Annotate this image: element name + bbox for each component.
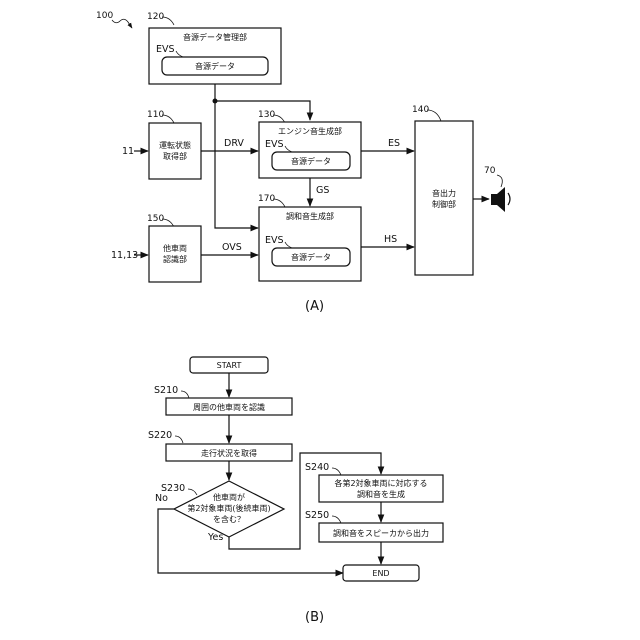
flowchart-b: START S210 周囲の他車両を認識 S220 走行状況を取得 S230 他… bbox=[148, 357, 443, 625]
caption-a: (A) bbox=[305, 299, 324, 314]
system-ref-arrow bbox=[112, 19, 132, 28]
engine-evs-label: EVS bbox=[265, 139, 284, 150]
signal-ovs: OVS bbox=[222, 242, 242, 253]
manager-to-harmony-arrow bbox=[215, 101, 258, 228]
sound-output-block bbox=[415, 121, 473, 275]
driving-state-line1: 運転状態 bbox=[159, 140, 191, 150]
s240-ref-leader bbox=[332, 468, 341, 475]
signal-hs: HS bbox=[384, 234, 397, 245]
other-vehicle-ref: 150 bbox=[147, 214, 164, 224]
speaker-icon bbox=[491, 187, 510, 212]
s220-ref: S220 bbox=[148, 430, 172, 441]
harmony-ref: 170 bbox=[258, 194, 275, 204]
s210-ref-leader bbox=[181, 391, 189, 398]
other-vehicle-block bbox=[149, 226, 201, 282]
s240-line2: 調和音を生成 bbox=[357, 489, 405, 499]
s210-ref: S210 bbox=[154, 385, 178, 396]
sound-output-line2: 制御部 bbox=[432, 199, 456, 209]
speaker-ref-leader bbox=[497, 175, 502, 187]
driving-state-line2: 取得部 bbox=[163, 151, 187, 161]
driving-ref: 110 bbox=[147, 110, 164, 120]
manager-ref: 120 bbox=[147, 12, 164, 22]
s220-ref-leader bbox=[175, 436, 183, 443]
signal-gs: GS bbox=[316, 185, 329, 196]
driving-state-block bbox=[149, 123, 201, 179]
engine-ref: 130 bbox=[258, 110, 275, 120]
s230-line2: 第2対象車両(後続車両) bbox=[187, 503, 270, 513]
harmony-sound-data-label: 音源データ bbox=[291, 252, 331, 262]
engine-sound-data-label: 音源データ bbox=[291, 156, 331, 166]
s230-ref-leader bbox=[188, 489, 197, 495]
s220-text: 走行状況を取得 bbox=[201, 448, 257, 458]
manager-evs-label: EVS bbox=[156, 44, 175, 55]
sound-output-line1: 音出力 bbox=[432, 188, 456, 198]
harmony-evs-label: EVS bbox=[265, 235, 284, 246]
signal-es: ES bbox=[388, 138, 400, 149]
other-vehicle-line1: 他車両 bbox=[163, 243, 187, 253]
s250-text: 調和音をスピーカから出力 bbox=[333, 528, 429, 538]
s240-line1: 各第2対象車両に対応する bbox=[334, 478, 427, 488]
other-vehicle-line2: 認識部 bbox=[163, 254, 187, 264]
s240-ref: S240 bbox=[305, 462, 329, 473]
start-label: START bbox=[217, 361, 242, 370]
block-diagram-a: 100 120 音源データ管理部 EVS 音源データ 110 運転状態 取得部 … bbox=[96, 11, 510, 314]
branch-no-label: No bbox=[155, 493, 168, 504]
manager-sound-data-label: 音源データ bbox=[195, 61, 235, 71]
s210-text: 周囲の他車両を認識 bbox=[193, 402, 265, 412]
manager-title: 音源データ管理部 bbox=[183, 32, 247, 42]
branch-yes-label: Yes bbox=[207, 532, 223, 543]
s250-ref: S250 bbox=[305, 510, 329, 521]
system-ref-label: 100 bbox=[96, 11, 113, 21]
speaker-ref: 70 bbox=[484, 166, 496, 176]
output-ref: 140 bbox=[412, 105, 429, 115]
caption-b: (B) bbox=[305, 610, 324, 625]
s230-line3: を含む？ bbox=[213, 514, 245, 524]
s250-ref-leader bbox=[332, 516, 341, 523]
engine-sound-title: エンジン音生成部 bbox=[278, 126, 342, 136]
signal-drv: DRV bbox=[224, 138, 244, 149]
driving-input-label: 11 bbox=[122, 146, 134, 157]
end-label: END bbox=[372, 569, 389, 578]
s230-line1: 他車両が bbox=[213, 492, 245, 502]
harmony-sound-title: 調和音生成部 bbox=[286, 211, 334, 221]
